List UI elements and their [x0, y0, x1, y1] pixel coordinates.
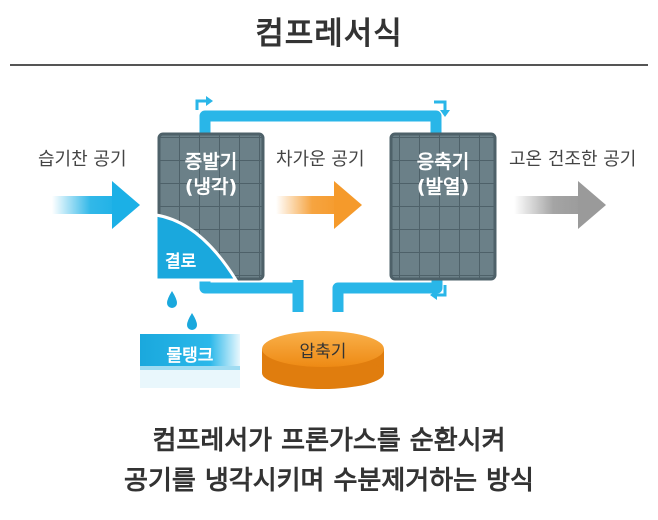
title-divider [10, 64, 648, 66]
condenser-label-line1: 응축기 [416, 151, 470, 173]
humid-air-arrow [52, 181, 140, 229]
water-tank [140, 334, 240, 388]
evaporator-coil [154, 132, 265, 282]
condensation-label: 결로 [165, 252, 197, 272]
condenser-label: 응축기 (발열) [391, 150, 495, 200]
evaporator-label-line1: 증발기 [184, 151, 238, 173]
humid-air-label: 습기찬 공기 [38, 149, 127, 170]
caption-line1: 컴프레서가 프론가스를 순환시켜 [152, 426, 506, 456]
evaporator-label-line2: (냉각) [184, 176, 238, 198]
water-droplet-icon [167, 291, 197, 330]
condenser-label-line2: (발열) [416, 176, 470, 198]
cool-air-arrow [276, 181, 362, 229]
compressor-label: 압축기 [299, 342, 347, 362]
hot-air-arrow [514, 181, 606, 229]
condenser-coil [389, 132, 497, 281]
caption-line2: 공기를 냉각시키며 수분제거하는 방식 [124, 466, 534, 496]
compressor [262, 331, 384, 389]
hot-dry-air-label: 고온 건조한 공기 [509, 149, 637, 170]
evaporator-label: 증발기 (냉각) [159, 150, 263, 200]
cool-air-label: 차가운 공기 [276, 149, 365, 170]
page-title: 컴프레서식 [255, 16, 403, 52]
flow-direction-arrows [195, 96, 450, 300]
water-tank-label: 물탱크 [166, 346, 214, 366]
